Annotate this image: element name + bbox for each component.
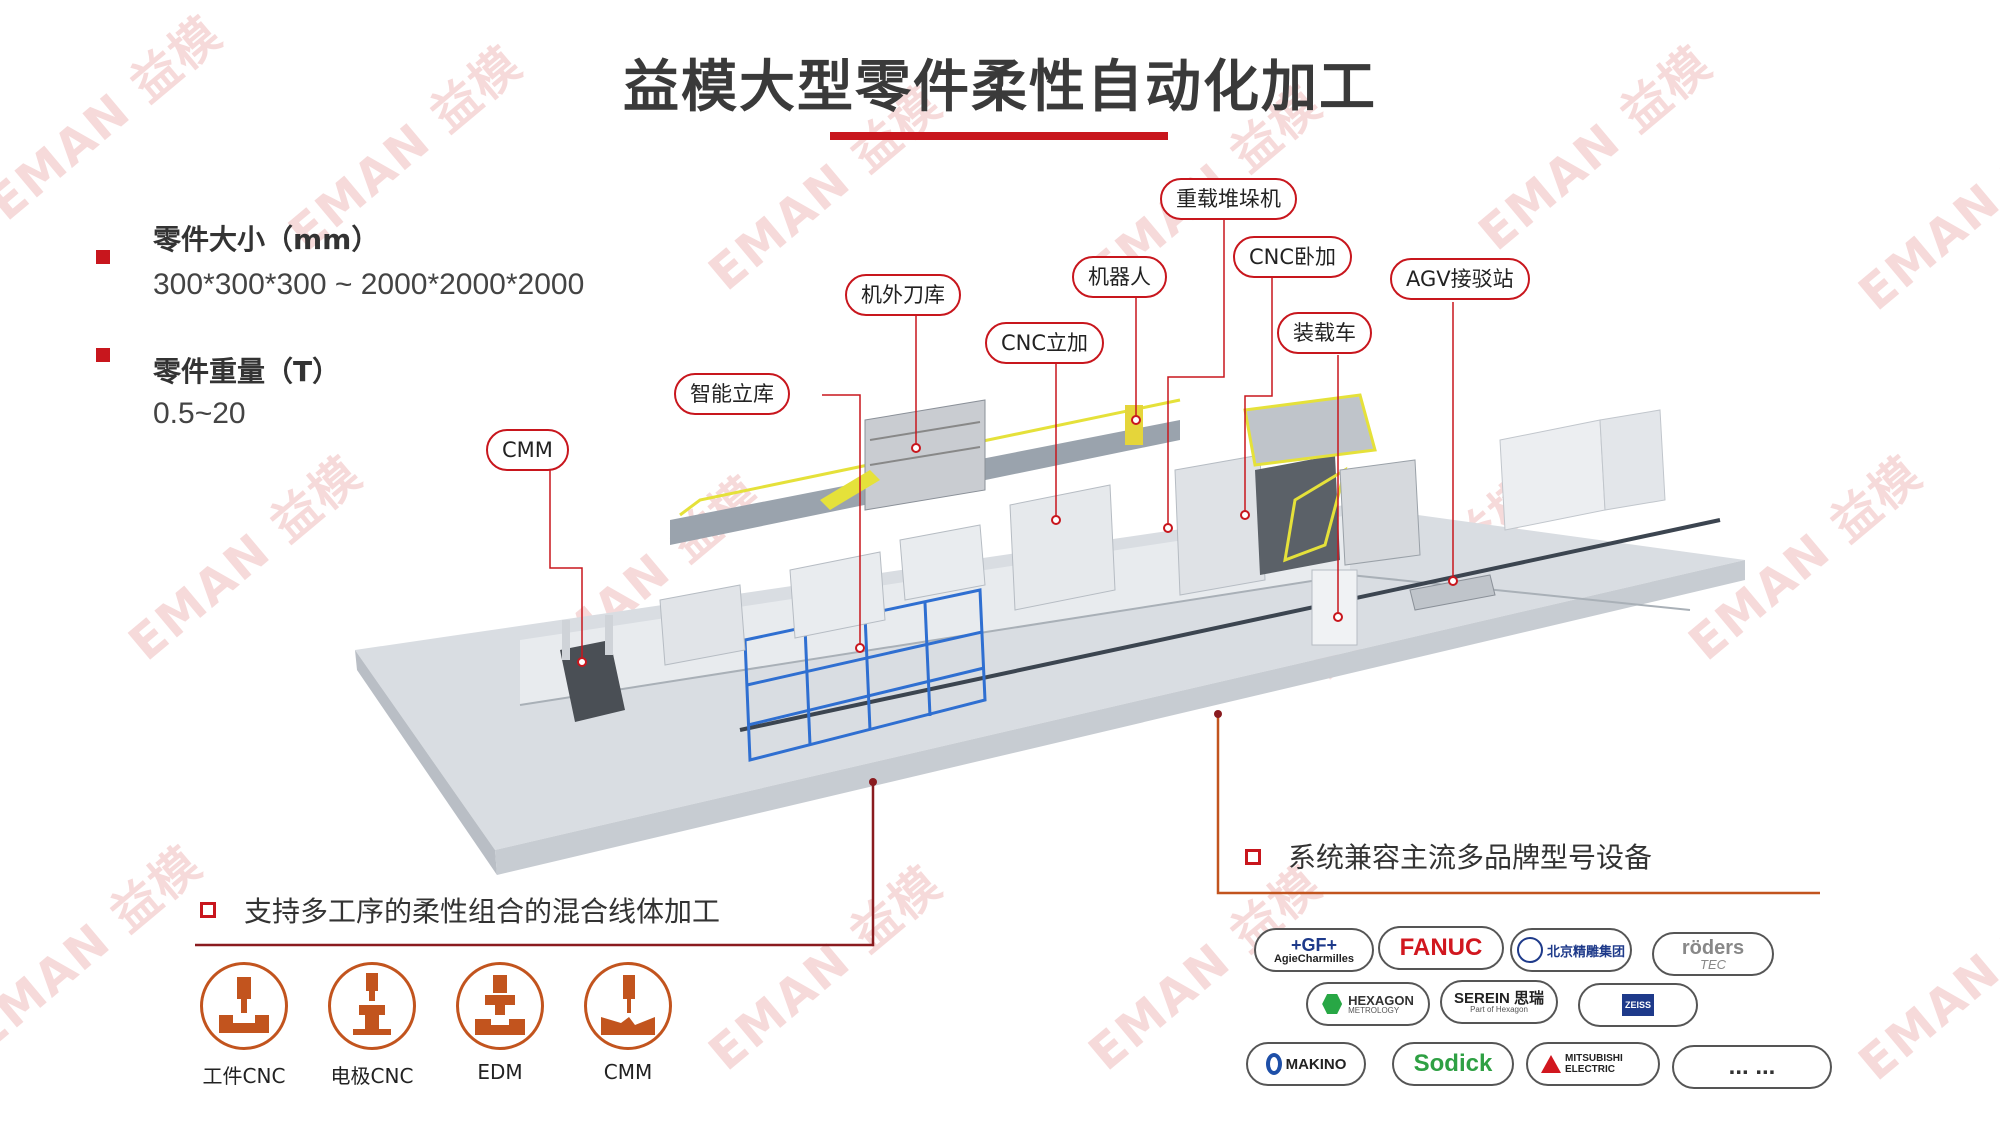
edm-icon — [456, 962, 544, 1050]
loading-cart-shape — [1311, 569, 1358, 646]
title-underline — [830, 132, 1168, 140]
process-label: 电极CNC — [330, 1064, 414, 1088]
brand-mitsubishi: MITSUBISHI ELECTRIC — [1526, 1042, 1660, 1086]
brand-serein: SEREIN 思瑞 Part of Hexagon — [1440, 980, 1558, 1024]
cmm-icon — [584, 962, 672, 1050]
brand-hexagon-subtext: METROLOGY — [1348, 1005, 1400, 1015]
hexagon-logo-icon — [1322, 994, 1343, 1014]
brand-bjjd-text: 北京精雕集团 — [1546, 943, 1625, 959]
cnc-vertical-shape — [1009, 484, 1116, 611]
part-weight-value: 0.5~20 — [153, 397, 246, 430]
callout-agv-station: AGV接驳站 — [1390, 258, 1530, 300]
callout-tool-magazine: 机外刀库 — [845, 274, 961, 316]
section-title-hybrid-line: 支持多工序的柔性组合的混合线体加工 — [244, 895, 721, 928]
mitsubishi-logo-icon — [1541, 1055, 1561, 1073]
brand-makino: MAKINO — [1246, 1042, 1366, 1086]
callout-cnc-horizontal: CNC卧加 — [1233, 236, 1353, 278]
brand-makino-text: MAKINO — [1285, 1055, 1347, 1073]
hollow-square-icon — [200, 902, 216, 918]
callout-smart-warehouse: 智能立库 — [674, 373, 790, 415]
callout-cnc-vertical: CNC立加 — [985, 322, 1105, 364]
section-title-brand-compat: 系统兼容主流多品牌型号设备 — [1288, 841, 1653, 874]
hollow-square-icon — [1245, 849, 1261, 865]
brand-gf-text: +GF+ — [1290, 934, 1338, 955]
jingdiao-logo-icon — [1516, 937, 1543, 963]
brand-roders-text: röders — [1681, 936, 1745, 959]
brand-hexagon: HEXAGON METROLOGY — [1306, 982, 1430, 1026]
brand-zeiss: ZEISS — [1578, 983, 1698, 1027]
callout-cmm: CMM — [486, 429, 569, 471]
brand-more-text: ... ... — [1728, 1053, 1776, 1080]
brand-mitsubishi-text: MITSUBISHI ELECTRIC — [1565, 1053, 1623, 1075]
brand-fanuc: FANUC — [1378, 926, 1504, 970]
cmm-shape — [560, 640, 625, 722]
process-label: EDM — [477, 1060, 523, 1084]
brand-fanuc-text: FANUC — [1399, 934, 1483, 961]
brand-hexagon-text: HEXAGON — [1348, 992, 1414, 1008]
callout-loading-cart: 装载车 — [1277, 312, 1372, 354]
robot-shape — [1125, 405, 1143, 445]
brand-zeiss-text: ZEISS — [1621, 994, 1654, 1016]
makino-logo-icon — [1265, 1053, 1282, 1075]
bullet-icon — [96, 250, 110, 264]
brand-more: ... ... — [1672, 1045, 1832, 1089]
part-weight-label: 零件重量（T） — [153, 355, 341, 388]
brand-sodick-text: Sodick — [1413, 1050, 1493, 1077]
process-label: 工件CNC — [202, 1064, 286, 1088]
cnc-horizontal-shape — [1255, 455, 1340, 575]
agv-station-shape — [1409, 574, 1496, 611]
bullet-icon — [96, 348, 110, 362]
brand-roders-subtext: TEC — [1700, 956, 1726, 972]
brand-serein-subtext: Part of Hexagon — [1470, 1004, 1528, 1014]
brand-sodick: Sodick — [1392, 1042, 1514, 1086]
brand-beijing-jingdiao: 北京精雕集团 — [1510, 928, 1632, 972]
part-size-label: 零件大小（mm） — [153, 223, 380, 256]
callout-stacker: 重载堆垛机 — [1160, 178, 1297, 220]
brand-gf-subtext: AgieCharmilles — [1273, 952, 1355, 965]
brand-roders: röders TEC — [1652, 932, 1774, 976]
page-title: 益模大型零件柔性自动化加工 — [623, 55, 1377, 120]
process-label: CMM — [603, 1060, 653, 1084]
brand-gf-agiecharmilles: +GF+ AgieCharmilles — [1254, 928, 1374, 972]
smart-warehouse-rack — [743, 588, 987, 762]
electrode-cnc-icon — [328, 962, 416, 1050]
workpiece-cnc-icon — [200, 962, 288, 1050]
callout-robot: 机器人 — [1072, 256, 1167, 298]
part-size-value: 300*300*300 ~ 2000*2000*2000 — [153, 268, 585, 301]
brand-serein-text: SEREIN 思瑞 — [1453, 989, 1544, 1007]
